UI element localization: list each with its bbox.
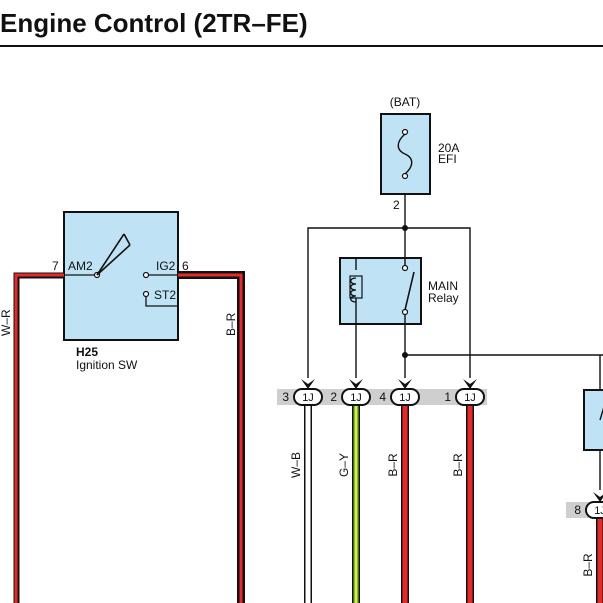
connector-bar	[277, 389, 487, 405]
connector-code: 1J	[302, 392, 314, 404]
fuse-pin: 2	[393, 198, 400, 212]
battery-label: (BAT)	[390, 95, 420, 109]
ig2-pin: 6	[182, 259, 189, 273]
connector-8: 1J 8B–R	[574, 492, 603, 603]
ignition-switch-name: Ignition SW	[76, 358, 138, 372]
relay-label-line2: Relay	[428, 291, 459, 305]
st2-label: ST2	[154, 288, 176, 302]
wire-w-r	[13, 272, 64, 603]
relay-label-line1: MAIN	[428, 279, 458, 293]
efi-fuse	[380, 113, 431, 195]
fuse-rating: 20A	[438, 141, 459, 155]
connector-pin: 8	[574, 503, 581, 517]
connector-code: 1J	[399, 392, 411, 404]
connector-3: 1J 3W–B	[282, 379, 323, 603]
ignition-switch	[63, 211, 179, 341]
connector-1: 1J 1B–R	[444, 379, 485, 603]
wire-label: B–R	[386, 453, 400, 477]
connector-pin: 1	[444, 390, 451, 404]
wire-label: B–R	[581, 553, 595, 577]
connector-code: 1J	[594, 505, 603, 517]
ignition-switch-code: H25	[76, 345, 98, 359]
connector-pin: 4	[379, 390, 386, 404]
connector-pin: 3	[282, 390, 289, 404]
connector-code: 1J	[350, 392, 362, 404]
ig2-label: IG2	[156, 259, 176, 273]
connector-pin: 2	[330, 390, 337, 404]
wire-label: W–B	[289, 452, 303, 478]
connector-4: 1J 4B–R	[379, 379, 420, 603]
wire-label: B–R	[451, 453, 465, 477]
connector-2: 1J 2G–Y	[330, 379, 371, 603]
wire-ig2-out	[178, 271, 245, 603]
am2-label: AM2	[68, 259, 93, 273]
wire-label-left: W–R	[0, 309, 13, 336]
partial-relay	[583, 389, 603, 451]
main-relay	[339, 257, 422, 325]
wire-label-ig2: B–R	[224, 312, 238, 336]
wire-label: G–Y	[337, 453, 351, 477]
page-title: Engine Control (2TR–FE)	[0, 8, 308, 38]
am2-pin: 7	[52, 259, 59, 273]
connector-code: 1J	[464, 392, 476, 404]
fuse-name: EFI	[438, 152, 457, 166]
